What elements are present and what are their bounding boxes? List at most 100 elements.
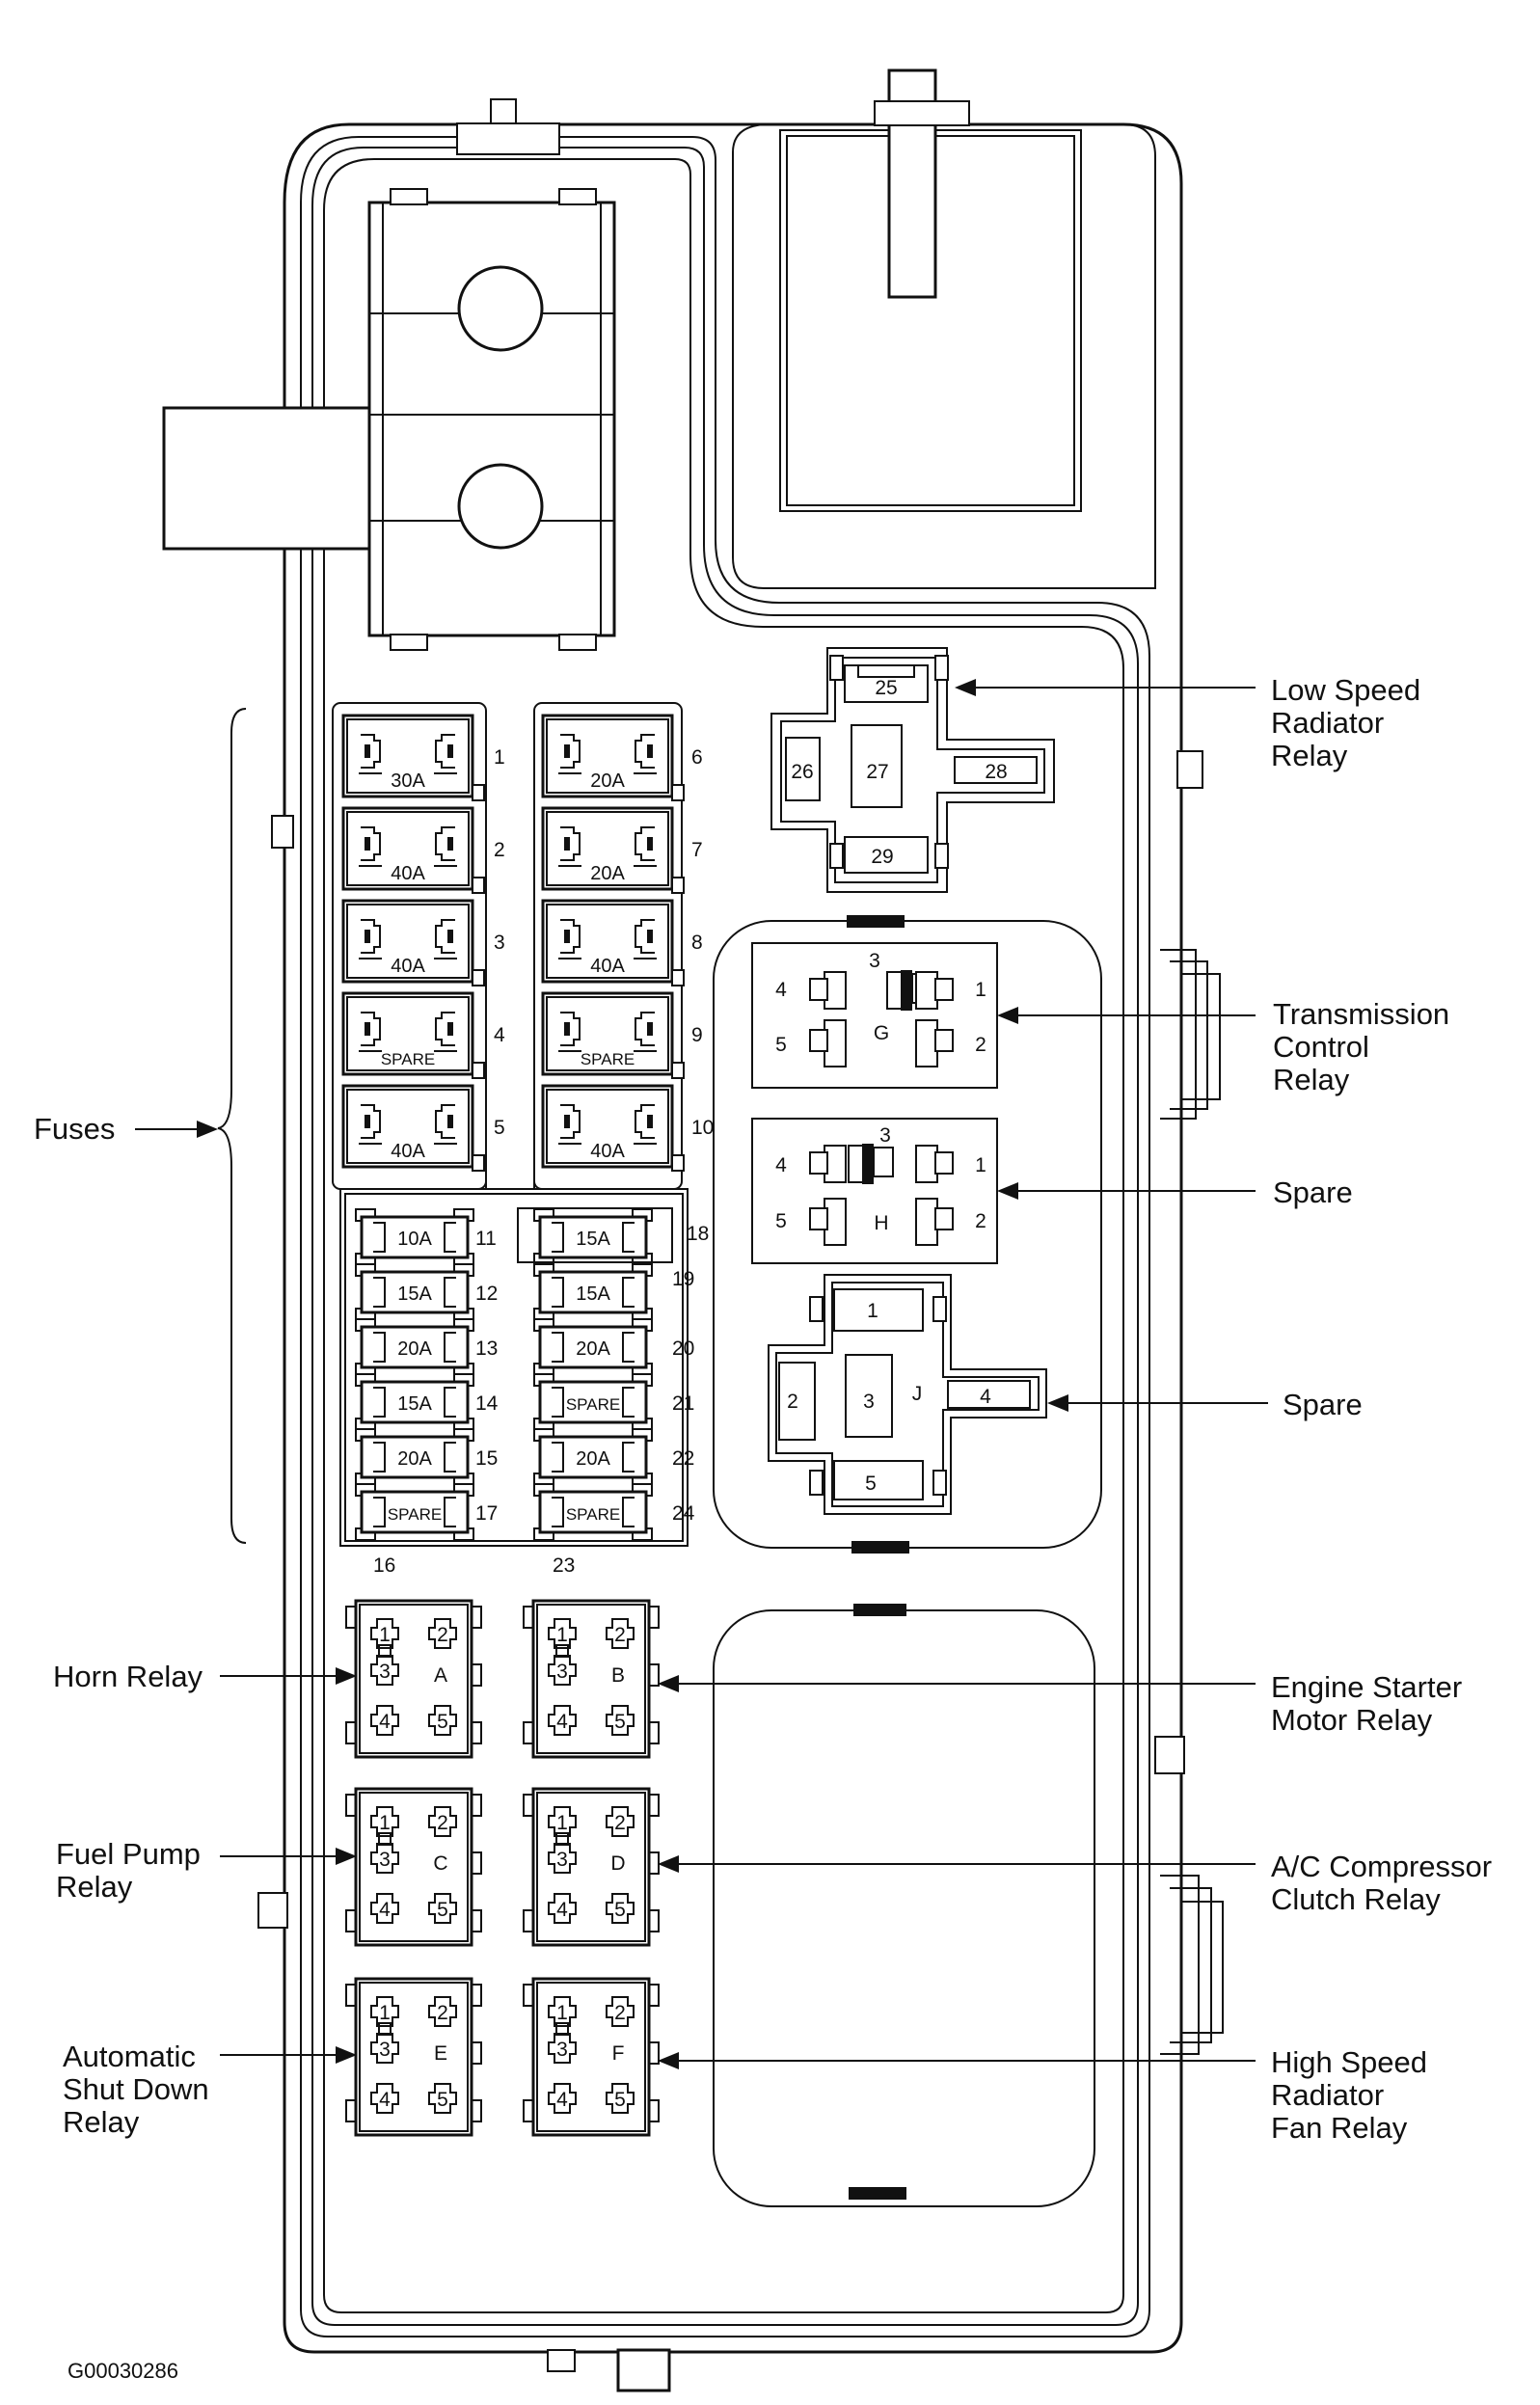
mini-fuse-11: 10A — [355, 1208, 474, 1266]
relay-j-pin-1: 1 — [867, 1300, 878, 1322]
mini-fuse-number: 19 — [672, 1268, 694, 1290]
relay-pin-1: 1 — [379, 1624, 391, 1646]
mini-fuse-number: 17 — [475, 1502, 498, 1525]
main-fuse-block — [367, 188, 616, 651]
callout-leaders — [135, 679, 1268, 2069]
relay-j-pin-2: 2 — [787, 1391, 798, 1413]
relay-pin-25: 25 — [875, 677, 897, 699]
mini-fuse-rating: SPARE — [566, 1505, 620, 1524]
maxi-fuse-number: 8 — [691, 932, 703, 954]
relay-j-pin-3: 3 — [863, 1391, 875, 1413]
relay-pin-28: 28 — [985, 761, 1007, 783]
label-low-speed-radiator-relay-3: Relay — [1271, 739, 1348, 772]
label-high-speed-radiator-fan-relay-3: Fan Relay — [1271, 2111, 1408, 2145]
maxi-fuse-number: 3 — [494, 932, 505, 954]
mini-fuse-12: 15A — [355, 1263, 474, 1321]
label-automatic-shut-down-relay-2: Shut Down — [63, 2072, 209, 2106]
mini-fuse-18: 15A — [533, 1208, 653, 1266]
relay-pin-1: 1 — [556, 2002, 568, 2024]
relay-pin-2: 2 — [437, 2002, 448, 2024]
relay-pin-2: 2 — [614, 1624, 626, 1646]
label-automatic-shut-down-relay-3: Relay — [63, 2105, 140, 2139]
mini-fuse-number: 18 — [687, 1223, 709, 1245]
mini-fuse-rating: 15A — [576, 1229, 610, 1250]
label-spare-h: Spare — [1273, 1175, 1353, 1209]
mini-fuse-rating: 20A — [576, 1448, 610, 1470]
relay-h-pin-4: 4 — [775, 1154, 787, 1176]
mini-fuse-15: 20A — [355, 1428, 474, 1486]
relay-pin-1: 1 — [379, 1812, 391, 1834]
label-automatic-shut-down-relay-1: Automatic — [63, 2040, 196, 2073]
relay-h-pin-2: 2 — [975, 1210, 986, 1232]
relay-25-29: 25 26 27 28 29 — [770, 647, 1055, 893]
mini-fuse-number: 21 — [672, 1392, 694, 1415]
mini-fuse-21: SPARE — [533, 1373, 653, 1431]
relay-pin-1: 1 — [556, 1624, 568, 1646]
label-fuel-pump-relay-2: Relay — [56, 1870, 133, 1904]
housing — [162, 68, 1224, 2392]
relay-letter: A — [434, 1664, 447, 1687]
relay-h-pin-3: 3 — [879, 1124, 891, 1147]
relay-g-letter: G — [874, 1022, 889, 1044]
relay-letter: E — [434, 2042, 447, 2065]
relay-pin-3: 3 — [379, 1849, 391, 1871]
relay-pin-1: 1 — [556, 1812, 568, 1834]
relay-g-pin-5: 5 — [775, 1034, 787, 1056]
mini-fuse-rating: 15A — [576, 1284, 610, 1305]
label-spare-j: Spare — [1283, 1388, 1363, 1421]
mini-fuse-22: 20A — [533, 1428, 653, 1486]
label-engine-starter-motor-relay-2: Motor Relay — [1271, 1703, 1433, 1737]
mini-fuse-area — [339, 1188, 689, 1547]
label-high-speed-radiator-fan-relay-1: High Speed — [1271, 2045, 1427, 2079]
relay-pin-5: 5 — [614, 1711, 626, 1733]
relay-g-pin-2: 2 — [975, 1034, 986, 1056]
maxi-fuse-rating: 30A — [391, 770, 425, 792]
label-transmission-control-relay-2: Control — [1273, 1030, 1369, 1064]
label-horn-relay: Horn Relay — [53, 1660, 203, 1693]
mini-fuse-rating: 20A — [576, 1338, 610, 1360]
maxi-fuse-rating: 40A — [590, 1141, 625, 1162]
mini-fuse-number: 15 — [475, 1447, 498, 1470]
maxi-fuse-rating: 40A — [391, 863, 425, 884]
relay-pin-5: 5 — [437, 2089, 448, 2111]
relay-g: 4 3 1 5 2 G — [751, 942, 998, 1089]
mini-fuse-number-16: 16 — [373, 1554, 395, 1577]
relay-pin-4: 4 — [379, 2089, 391, 2111]
maxi-fuse-rating: 40A — [590, 956, 625, 977]
figure-code: G00030286 — [68, 2359, 178, 2383]
label-high-speed-radiator-fan-relay-2: Radiator — [1271, 2078, 1384, 2112]
label-fuses: Fuses — [34, 1112, 115, 1146]
label-low-speed-radiator-relay-1: Low Speed — [1271, 673, 1420, 707]
relay-h-letter: H — [874, 1212, 888, 1234]
relay-letter: B — [611, 1664, 625, 1687]
maxi-fuse-3: 40A 3 — [341, 899, 505, 986]
maxi-fuse-rating: 20A — [590, 863, 625, 884]
mini-fuse-number: 13 — [475, 1338, 498, 1360]
mini-fuse-rating: 15A — [397, 1393, 432, 1415]
mini-fuse-14: 15A — [355, 1373, 474, 1431]
relay-panels — [713, 915, 1102, 2207]
mini-fuse-number: 20 — [672, 1338, 694, 1360]
relay-pin-2: 2 — [614, 1812, 626, 1834]
label-engine-starter-motor-relay-1: Engine Starter — [1271, 1670, 1462, 1704]
relay-g-pin-3: 3 — [869, 950, 880, 972]
relay-letter: F — [612, 2042, 625, 2065]
mini-fuse-rating: 15A — [397, 1284, 432, 1305]
maxi-fuse-rating: 40A — [391, 956, 425, 977]
mini-fuse-rating: 10A — [397, 1229, 432, 1250]
relay-pin-4: 4 — [556, 2089, 568, 2111]
relay-h-pin-5: 5 — [775, 1210, 787, 1232]
relay-j-letter: J — [912, 1383, 923, 1405]
label-ac-compressor-clutch-relay-1: A/C Compressor — [1271, 1850, 1492, 1883]
relay-g-pin-1: 1 — [975, 979, 986, 1001]
